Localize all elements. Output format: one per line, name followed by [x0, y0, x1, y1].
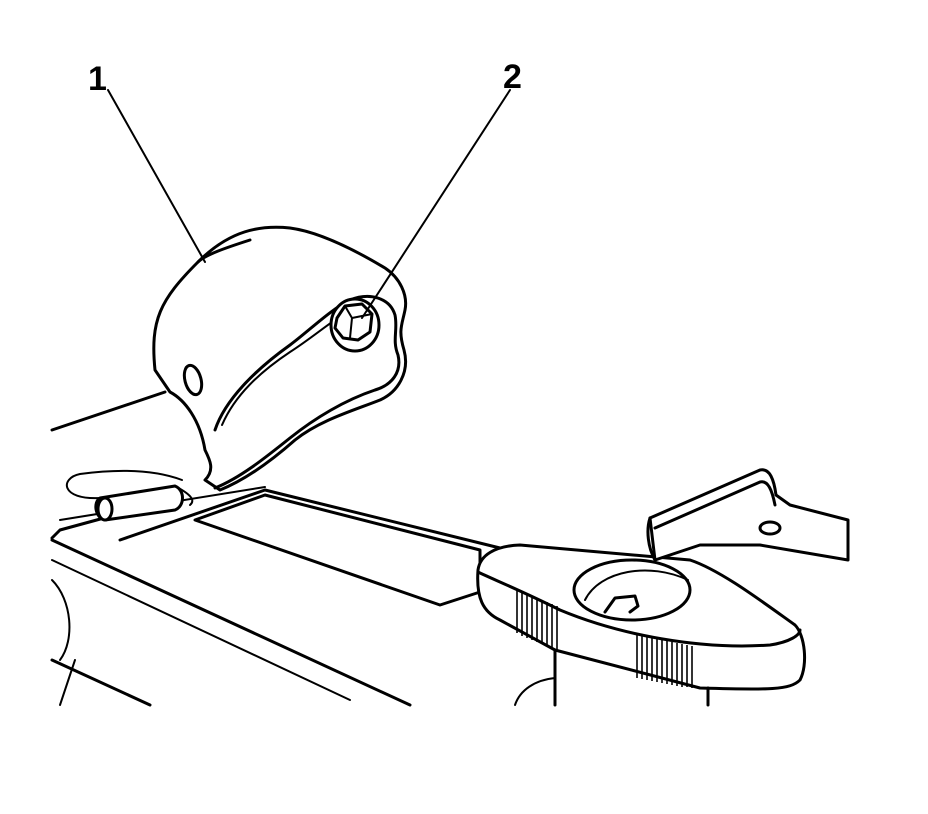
callout-label-1: 1	[88, 60, 107, 98]
leader-line-1	[107, 89, 206, 263]
leader-line-2	[361, 89, 511, 319]
leader-lines	[107, 89, 511, 319]
edge-hatching	[516, 590, 693, 688]
frame-tab	[646, 468, 850, 562]
frame-rail	[50, 390, 412, 707]
bracket	[152, 225, 408, 492]
bolt	[329, 297, 381, 353]
sensor-cylinder	[65, 469, 194, 522]
retainer-block	[476, 543, 807, 707]
callout-label-2: 2	[503, 58, 522, 96]
